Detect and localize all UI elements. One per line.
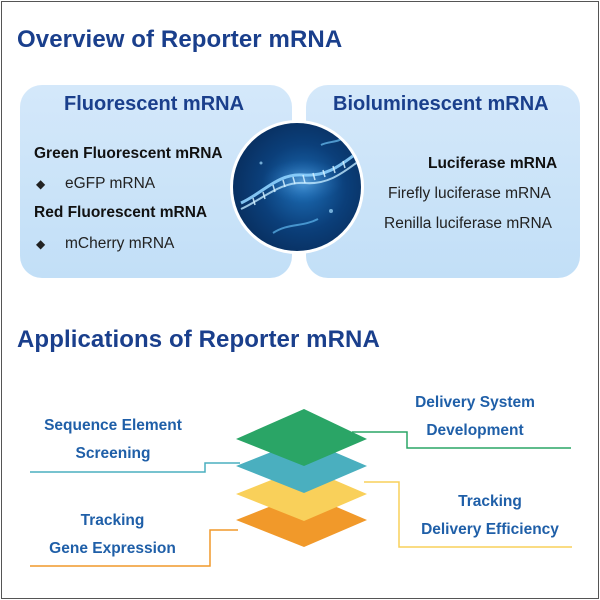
bioluminescent-header: Bioluminescent mRNA: [333, 93, 549, 115]
delivery-efficiency-label: Tracking Delivery Efficiency: [410, 488, 570, 544]
tracking-line1: Tracking: [80, 512, 145, 529]
layer-yellow: [236, 467, 367, 521]
overview-title: Overview of Reporter mRNA: [17, 26, 343, 53]
sequence-connector: [30, 462, 240, 473]
bullet-diamond-icon: ◆: [36, 177, 46, 191]
mcherry-item: mCherry mRNA: [65, 235, 175, 252]
efficiency-connector: [364, 481, 572, 548]
renilla-item: Renilla luciferase mRNA: [384, 215, 552, 232]
green-fluorescent-heading: Green Fluorescent mRNA: [34, 145, 223, 162]
firefly-item: Firefly luciferase mRNA: [388, 185, 551, 202]
mrna-helix-icon: [240, 136, 360, 234]
efficiency-line2: Delivery Efficiency: [421, 521, 559, 538]
delivery-system-label: Delivery System Development: [410, 389, 540, 445]
mrna-strand-image: [233, 123, 361, 251]
layer-green: [236, 409, 367, 466]
sequence-line2: Screening: [75, 445, 151, 462]
tracking-connector: [30, 529, 238, 567]
fluorescent-header: Fluorescent mRNA: [64, 93, 245, 115]
tracking-line2: Gene Expression: [49, 540, 176, 557]
delivery-line2: Development: [426, 422, 524, 439]
bullet-diamond-icon: ◆: [36, 237, 46, 251]
luciferase-heading: Luciferase mRNA: [428, 155, 558, 172]
tracking-gene-label: Tracking Gene Expression: [40, 507, 185, 563]
sequence-element-label: Sequence Element Screening: [33, 412, 193, 468]
egfp-item: eGFP mRNA: [65, 175, 156, 192]
efficiency-line1: Tracking: [458, 493, 522, 510]
delivery-connector: [352, 431, 571, 449]
delivery-line1: Delivery System: [415, 394, 535, 411]
red-fluorescent-heading: Red Fluorescent mRNA: [34, 204, 208, 221]
sequence-line1: Sequence Element: [44, 417, 182, 434]
applications-title: Applications of Reporter mRNA: [17, 326, 380, 353]
